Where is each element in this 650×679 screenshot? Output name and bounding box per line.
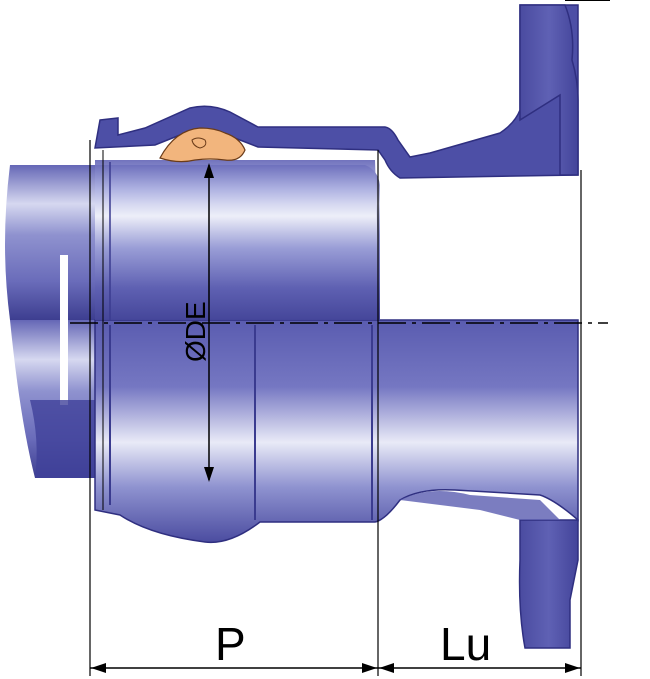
diameter-dimension: ØDE <box>180 163 214 482</box>
pipe-highlight-stripe <box>60 255 68 405</box>
socket-flange-fitting <box>94 319 579 544</box>
flange <box>400 0 610 649</box>
useful-length-label: Lu <box>440 618 491 670</box>
diameter-label: ØDE <box>180 301 211 362</box>
length-dimensions: P Lu <box>90 618 581 673</box>
gasket-seal <box>159 127 246 163</box>
socket-depth-label: P <box>215 618 246 670</box>
spigot-inner <box>95 160 380 320</box>
